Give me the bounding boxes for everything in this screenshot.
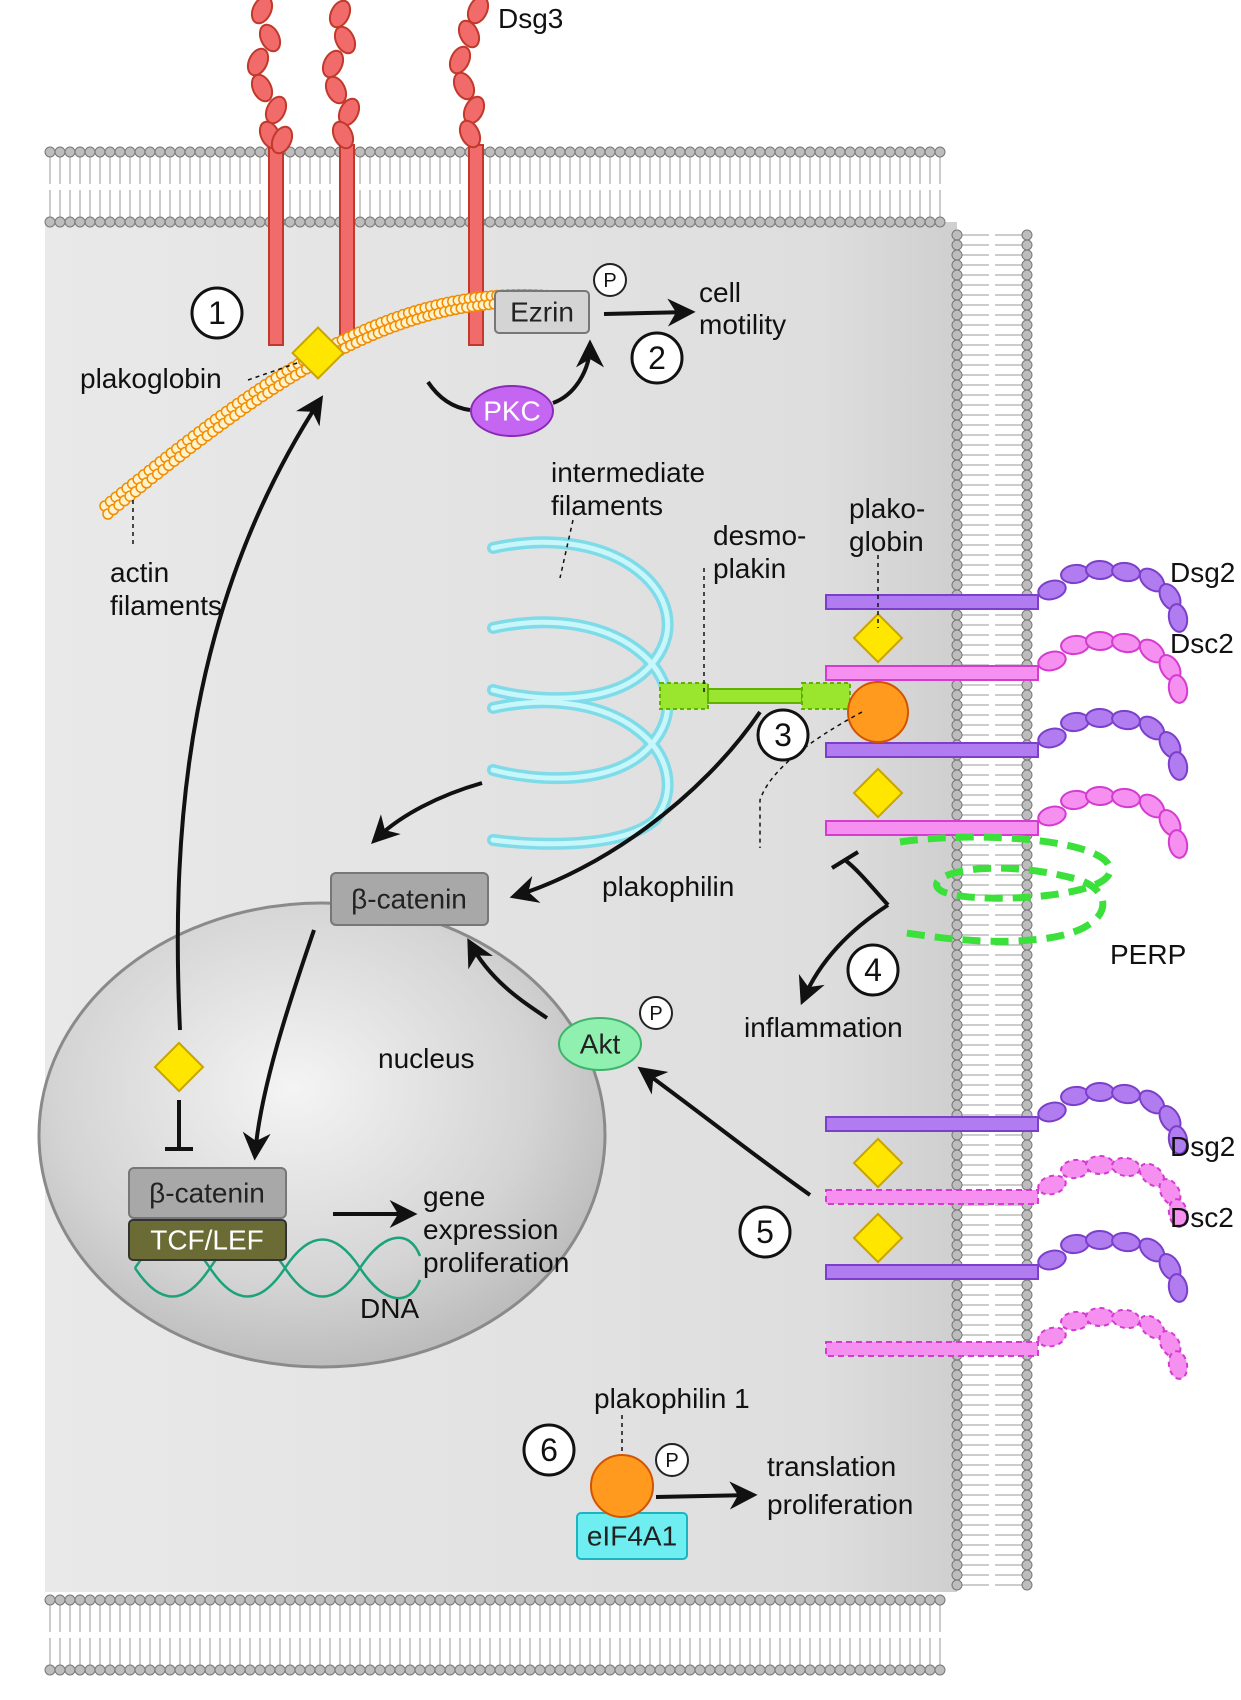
arrow-plakoglobin-to-pkc (426, 380, 471, 412)
label-perp: PERP (1110, 939, 1186, 970)
cytoplasm (45, 222, 957, 1592)
arrow-akt-to-betacatenin (467, 938, 549, 1020)
intermediate-filaments-inner (490, 539, 670, 847)
desmosomal-cadherins (825, 559, 1189, 1380)
arrow-translation (655, 1481, 758, 1510)
inhibit-bar-perp (830, 850, 860, 870)
svg-text:P: P (665, 1450, 678, 1472)
svg-text:P: P (649, 1003, 662, 1025)
arrow-pkc-to-ezrin (552, 339, 604, 405)
label-plakophilin: plakophilin (602, 871, 734, 902)
dsg3-proteins (246, 0, 490, 346)
plakophilin-circle (847, 681, 909, 743)
label-dsg3: Dsg3 (498, 3, 563, 34)
label-intermediate-2: filaments (551, 490, 663, 521)
step-1: 1 (208, 295, 226, 331)
label-inflammation: inflammation (744, 1012, 903, 1043)
label-gene-2: expression (423, 1214, 558, 1245)
inhibit-perp (843, 858, 890, 907)
step-6: 6 (540, 1432, 558, 1468)
label-nucleus: nucleus (378, 1043, 475, 1074)
plasma-membrane (44, 146, 1033, 1676)
text-labels: Dsg3 plakoglobin actin filaments cell mo… (80, 3, 1235, 1520)
label-plakoglobin-right-2: globin (849, 526, 924, 557)
plakoglobin-top-diamond (291, 326, 345, 380)
phospho-markers: P P P (593, 263, 689, 1477)
label-desmoplakin-2: plakin (713, 553, 786, 584)
beta-catenin-cyto-box (330, 872, 489, 926)
arrow-3-to-betacatenin (509, 710, 762, 903)
plakophilin1-circle (590, 1454, 654, 1518)
label-cell-motility-2: motility (699, 309, 786, 340)
label-dsc2-bottom: Dsc2 (1170, 1202, 1234, 1233)
step-3-circle (756, 708, 810, 762)
arrow-if-to-betacatenin (371, 781, 483, 844)
label-plakoglobin-top: plakoglobin (80, 363, 222, 394)
label-plakoglobin-right-1: plako- (849, 493, 925, 524)
label-actin-2: filaments (110, 590, 222, 621)
desmoplakin (659, 682, 851, 710)
label-cell-motility-1: cell (699, 277, 741, 308)
plakoglobin-right-diamonds (852, 612, 904, 1264)
arrow-ezrin-to-motility (603, 298, 696, 327)
ezrin-box (494, 290, 590, 334)
step-6-circle (522, 1423, 576, 1477)
label-desmoplakin-1: desmo- (713, 520, 806, 551)
beta-catenin-cyto-label: β-catenin (351, 884, 467, 915)
label-dsg2-top: Dsg2 (1170, 557, 1235, 588)
beta-catenin-nuc-box (128, 1167, 287, 1219)
label-dna: DNA (360, 1293, 419, 1324)
pkc-label: PKC (483, 396, 541, 427)
step-4: 4 (864, 952, 882, 988)
label-plakophilin1: plakophilin 1 (594, 1383, 750, 1414)
akt-ellipse (558, 1017, 642, 1071)
arrow-inflammation (798, 903, 890, 1006)
step-3: 3 (774, 717, 792, 753)
label-actin-1: actin (110, 557, 169, 588)
label-translation-2: proliferation (767, 1489, 913, 1520)
step-2: 2 (648, 340, 666, 376)
step-5-circle (738, 1205, 792, 1259)
pkc-ellipse (470, 385, 554, 437)
beta-catenin-nuc-label: β-catenin (149, 1178, 265, 1209)
eif4a1-label: eIF4A1 (587, 1521, 677, 1552)
label-gene-3: proliferation (423, 1247, 569, 1278)
step-5: 5 (756, 1214, 774, 1250)
arrow-betacatenin-to-nucleus (242, 929, 316, 1161)
step-4-circle (846, 943, 900, 997)
step-1-circle (190, 286, 244, 340)
label-gene-1: gene (423, 1181, 485, 1212)
label-intermediate-1: intermediate (551, 457, 705, 488)
label-translation-1: translation (767, 1451, 896, 1482)
ezrin-label: Ezrin (510, 297, 574, 328)
perp (899, 833, 1114, 945)
tcf-lef-label: TCF/LEF (150, 1225, 264, 1256)
step-2-circle (630, 331, 684, 385)
arrow-nucleus-to-plakoglobin (175, 395, 324, 1031)
label-dsc2-top: Dsc2 (1170, 628, 1234, 659)
tcf-lef-box (128, 1219, 287, 1261)
pathway-arrows (165, 298, 890, 1510)
leader-lines (132, 361, 879, 1453)
step-markers: 1 2 3 4 5 6 (190, 286, 900, 1477)
plakoglobin-nuclear-diamond (153, 1041, 205, 1093)
arrow-dsc2-to-akt (637, 1066, 812, 1197)
label-dsg2-bottom: Dsg2 (1170, 1131, 1235, 1162)
akt-label: Akt (580, 1029, 621, 1060)
svg-text:P: P (603, 270, 616, 292)
